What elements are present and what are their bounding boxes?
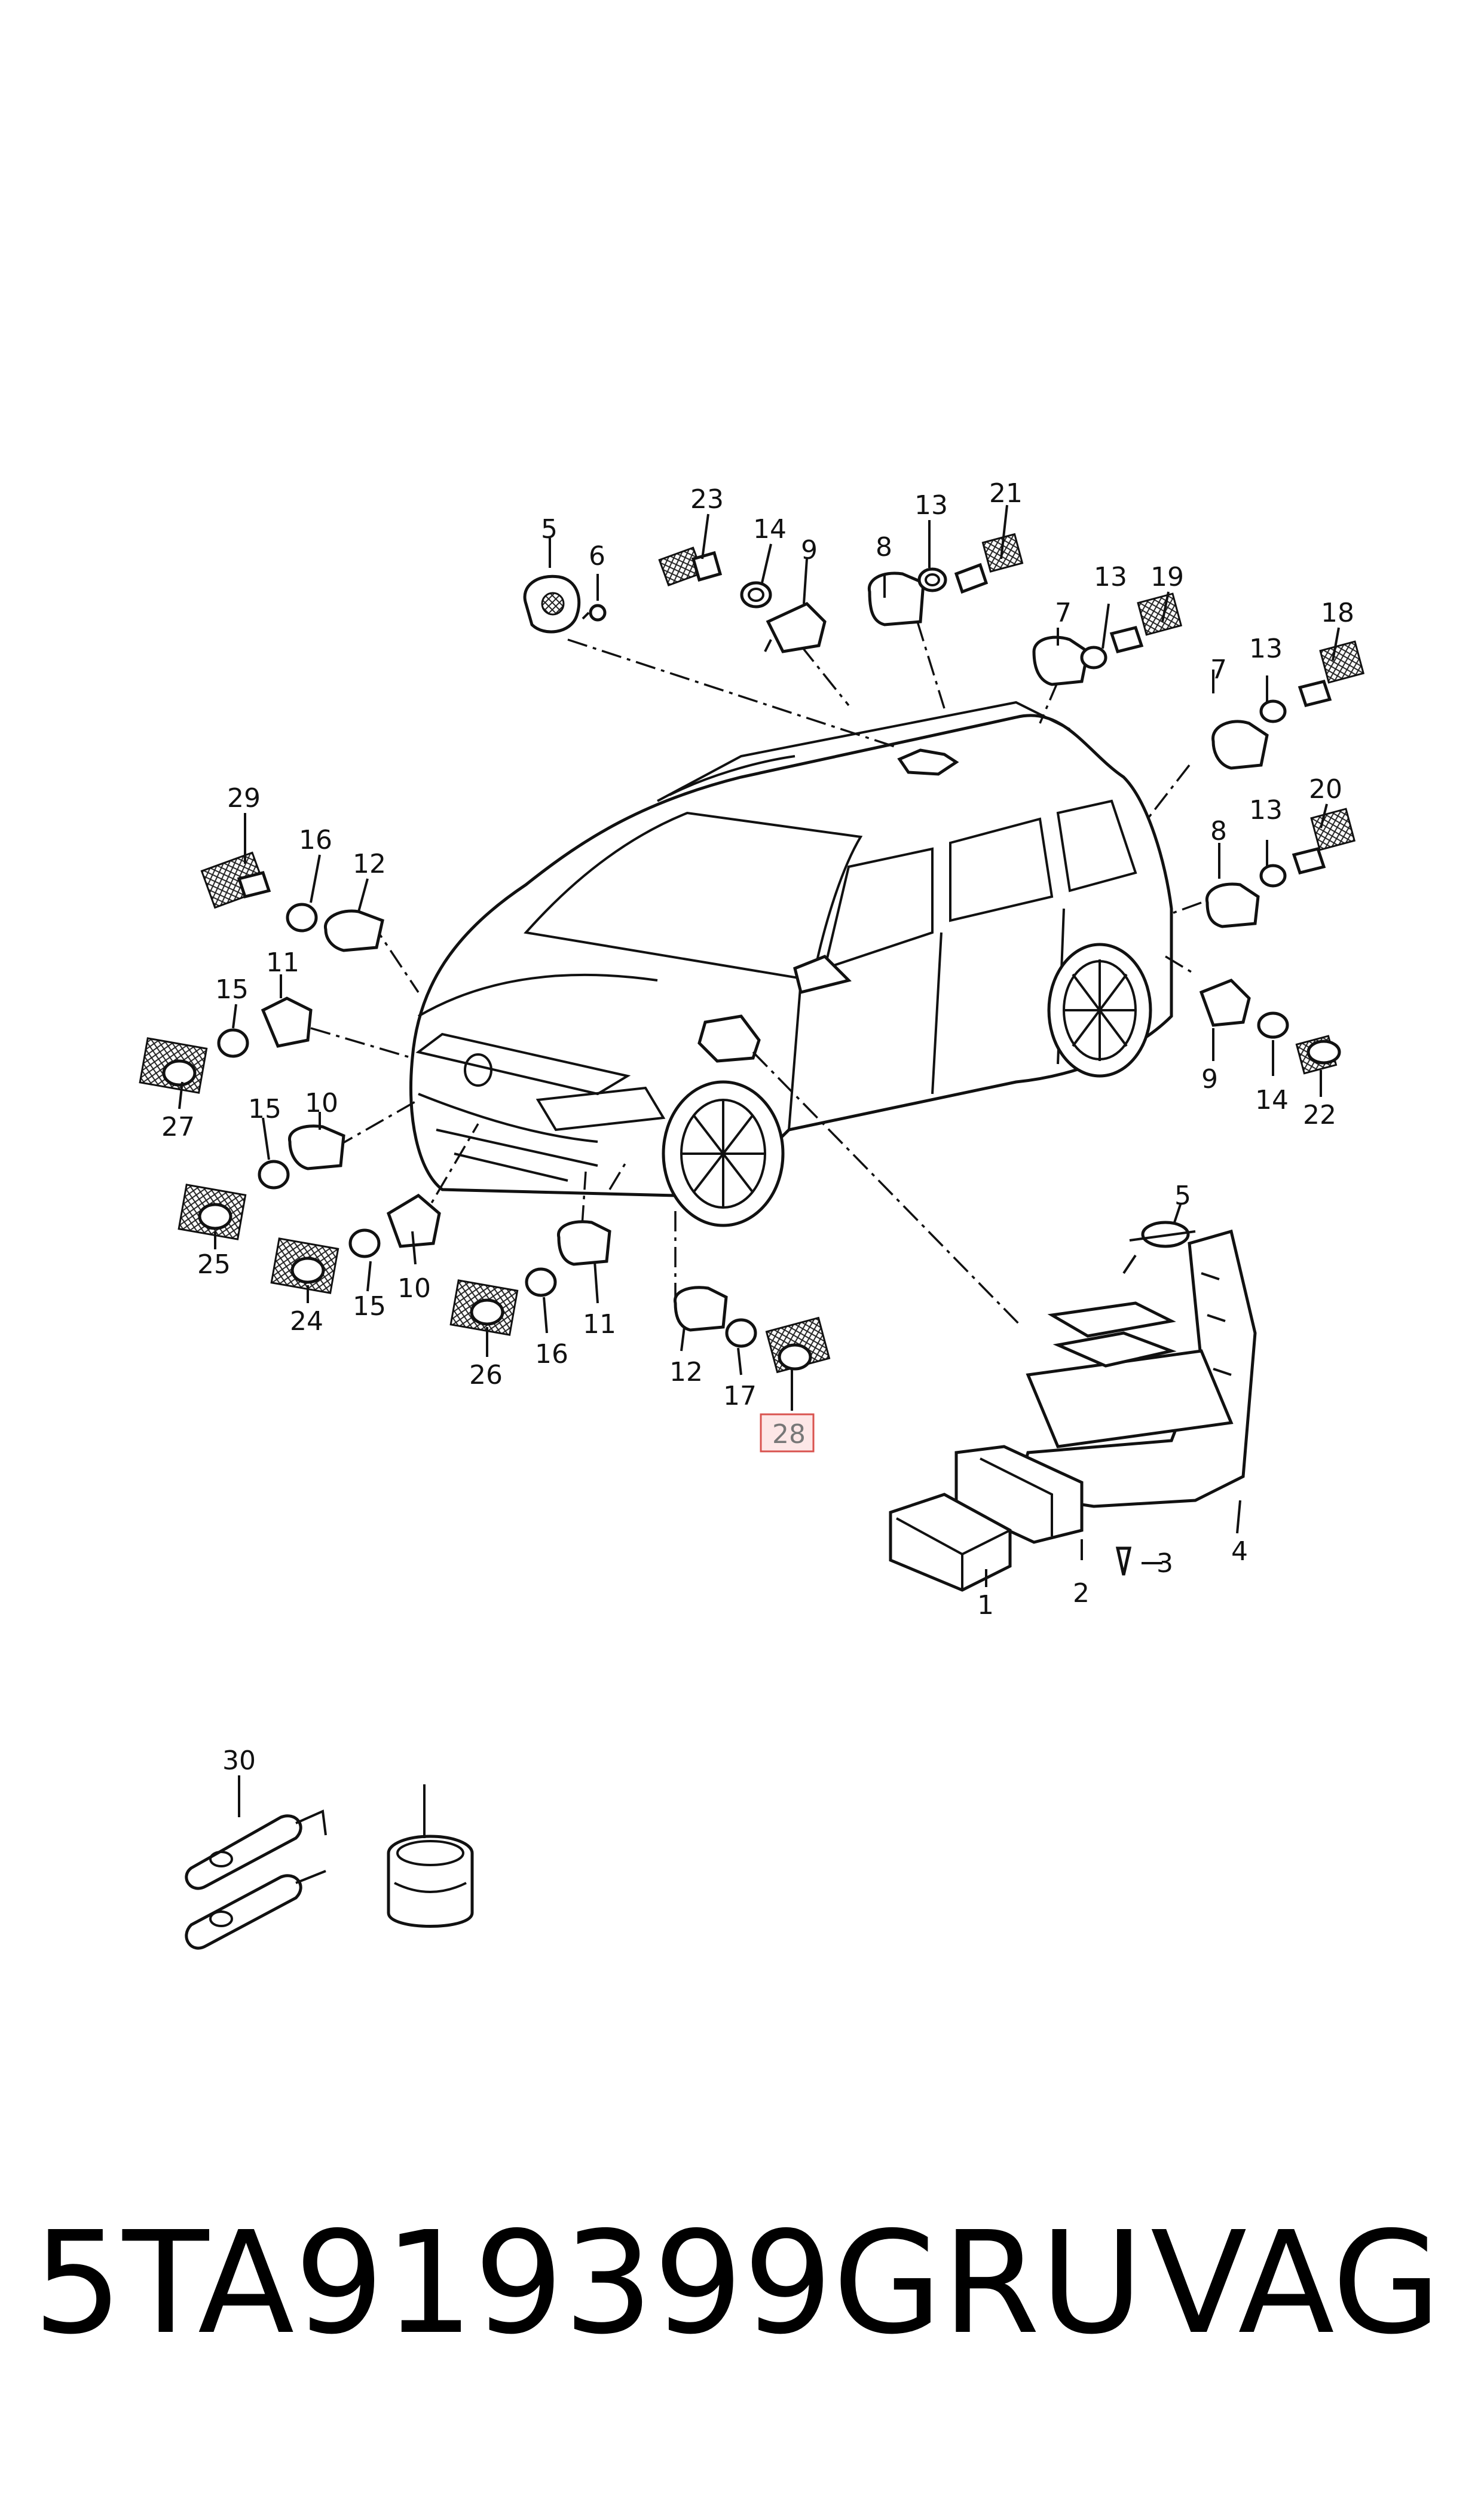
holder-12b — [674, 1286, 728, 1332]
callout-11a: 11 — [266, 947, 299, 978]
callout-3: 3 — [1156, 1548, 1173, 1579]
callout-26: 27 — [161, 1112, 195, 1142]
callout-20: 21 — [989, 478, 1023, 509]
callout-7b: 7 — [1210, 655, 1227, 685]
callout-11b: 11 — [583, 1309, 616, 1340]
ring-14b — [1257, 1011, 1289, 1039]
callout-10b: 10 — [397, 1273, 431, 1304]
control-unit-assembly — [889, 1221, 1257, 1592]
callout-13d: 13 — [1249, 795, 1283, 826]
holder-8-top — [867, 571, 925, 626]
callout-21: 22 — [1303, 1100, 1336, 1130]
sensor-27 — [765, 1316, 831, 1374]
callout-5a: 5 — [541, 514, 558, 545]
callout-9b: 9 — [1201, 1064, 1218, 1095]
part-29 — [185, 1809, 327, 1950]
callout-7a: 7 — [1055, 598, 1072, 628]
callout-15a: 15 — [215, 974, 249, 1005]
callout-5b: 5 — [1174, 1181, 1191, 1211]
callout-1: 1 — [977, 1590, 994, 1621]
sensor-28 — [200, 851, 271, 909]
callout-9a: 9 — [801, 535, 818, 565]
callout-28: 29 — [227, 783, 261, 814]
callout-16a: 16 — [299, 825, 332, 855]
footer: 5TA919399GRU VAG — [0, 2206, 1484, 2361]
ring-14-top — [740, 581, 772, 609]
sensor-17 — [1298, 640, 1365, 707]
callout-14b: 14 — [1255, 1085, 1289, 1115]
holder-8b — [1205, 882, 1260, 928]
callout-4: 4 — [1231, 1536, 1248, 1567]
callout-12a: 12 — [353, 849, 386, 879]
sensor-21 — [1295, 1035, 1341, 1075]
screw-6 — [582, 604, 607, 622]
holder-7a — [1032, 635, 1090, 686]
sensor-23 — [270, 1237, 339, 1294]
part-5-top — [523, 574, 581, 634]
callout-13a: 13 — [914, 490, 948, 521]
sensor-parts — [139, 533, 1365, 1374]
callout-16b: 17 — [723, 1381, 757, 1411]
callout-8b: 8 — [1210, 816, 1227, 846]
callout-22: 23 — [690, 484, 724, 515]
callout-24: 25 — [197, 1249, 231, 1280]
callout-15c: 15 — [353, 1291, 386, 1322]
callout-25: 26 — [469, 1360, 503, 1390]
callout-13c: 13 — [1249, 634, 1283, 664]
ring-16a — [286, 903, 318, 933]
holder-9-top — [764, 601, 827, 653]
leader-lines — [310, 621, 1202, 1328]
ring-13-top — [917, 567, 947, 592]
callout-6: 6 — [589, 541, 605, 571]
callout-17: 18 — [1321, 598, 1354, 628]
callout-27-highlight — [760, 1413, 815, 1453]
ring-16b — [725, 1318, 757, 1348]
sensor-24 — [178, 1184, 247, 1240]
ring-13c — [1259, 864, 1287, 888]
part-number: 5TA919399GRU — [33, 2201, 1143, 2365]
ring-13b — [1259, 699, 1287, 723]
holder-10a — [288, 1124, 345, 1170]
vehicle-outline — [409, 701, 1173, 1227]
sensor-22 — [658, 546, 723, 586]
callout-8a: 8 — [876, 532, 892, 562]
holder-11b — [557, 1220, 611, 1266]
callout-27: 28 — [772, 1419, 806, 1450]
callout-23: 24 — [290, 1306, 323, 1337]
callout-19: 20 — [1309, 774, 1342, 805]
callout-15b: 15 — [248, 1094, 281, 1124]
holder-9b — [1199, 979, 1251, 1027]
part-30 — [387, 1835, 474, 1928]
callout-2: 2 — [1073, 1578, 1090, 1609]
callout-12b: 12 — [669, 1357, 703, 1387]
sensor-18 — [1109, 592, 1183, 653]
ring-15c — [348, 1228, 381, 1258]
callout-15d: 16 — [535, 1339, 568, 1369]
holder-10b — [386, 1193, 441, 1248]
callout-10a: 10 — [305, 1088, 338, 1118]
ring-13a — [1080, 646, 1107, 669]
ring-15d — [525, 1267, 557, 1297]
callout-labels: 1 2 3 4 5 5 6 7 7 8 8 9 9 10 10 11 11 12… — [161, 478, 1354, 1776]
brand-label: VAG — [1151, 2201, 1442, 2365]
sensor-25 — [449, 1279, 519, 1336]
diagram-canvas: 1 2 3 4 5 5 6 7 7 8 8 9 9 10 10 11 11 12… — [139, 478, 1365, 1950]
sensor-26 — [139, 1037, 208, 1094]
callout-18: 19 — [1151, 562, 1184, 592]
holder-7b — [1211, 720, 1269, 770]
sensor-20 — [954, 533, 1024, 594]
holder-11a — [261, 996, 313, 1048]
ring-15b — [258, 1160, 290, 1190]
callout-14a: 14 — [753, 514, 787, 545]
ring-15a — [217, 1028, 249, 1058]
callout-29: 30 — [222, 1745, 256, 1776]
callout-lines — [178, 505, 1340, 1838]
callout-13b: 13 — [1094, 562, 1127, 592]
holder-12a — [324, 909, 384, 952]
